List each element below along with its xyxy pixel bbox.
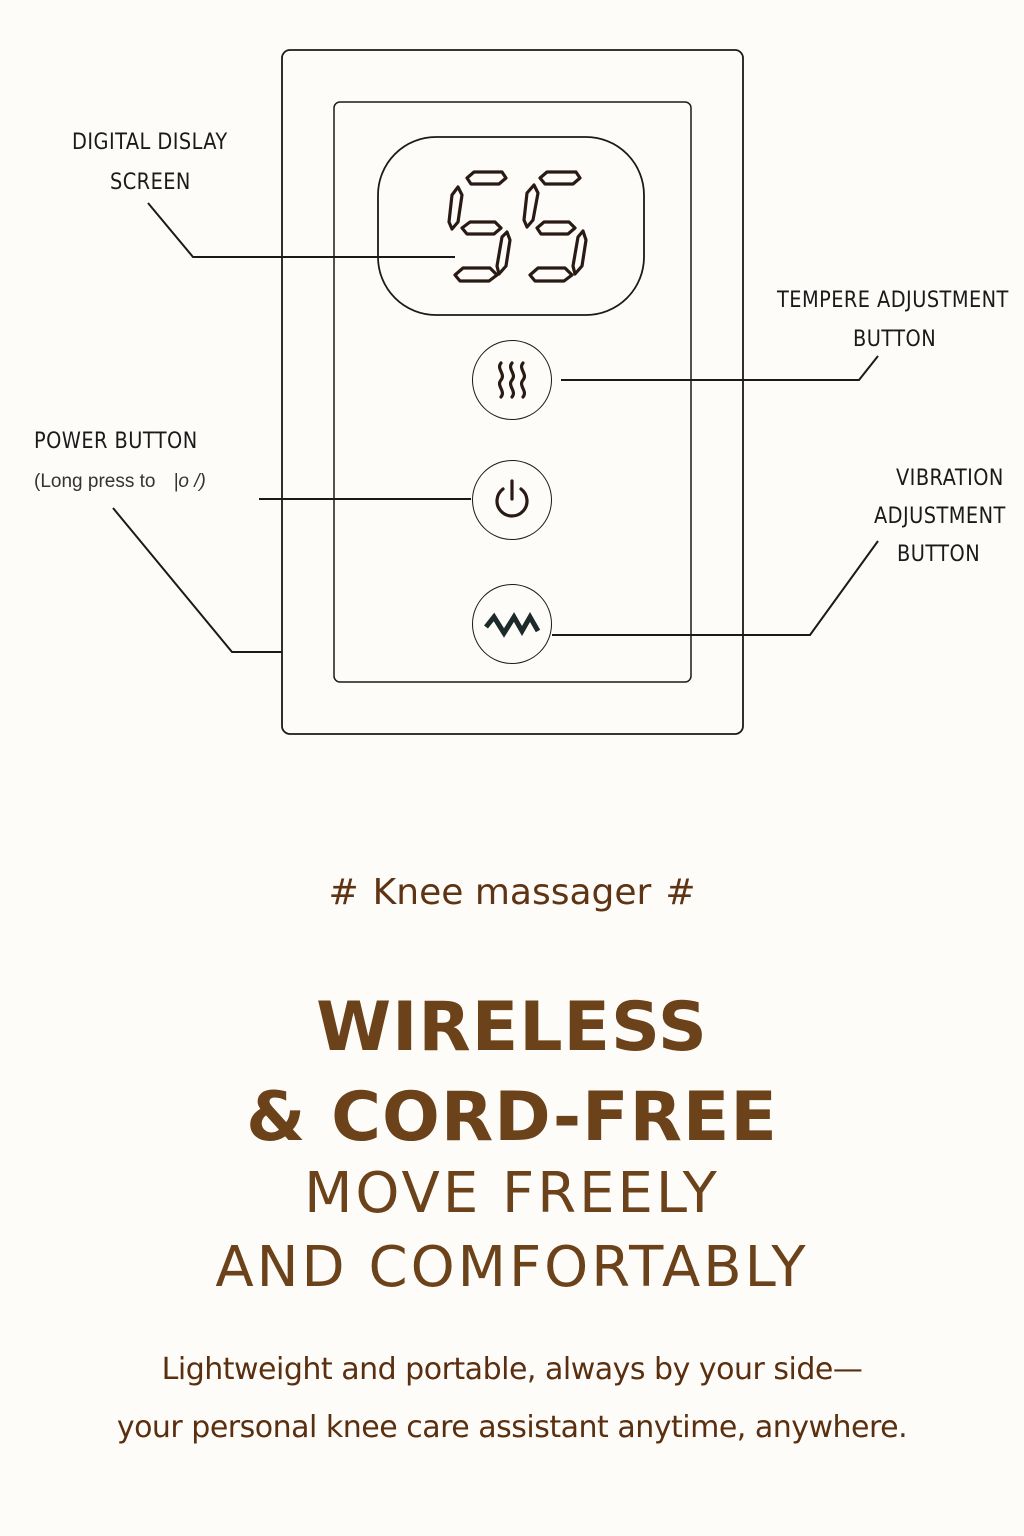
seven-segment-digit-2 <box>522 170 588 283</box>
product-hashtag: # Knee massager # <box>0 872 1024 913</box>
hash-right: # <box>665 872 696 913</box>
temperature-label-line2: BUTTON <box>853 327 937 352</box>
hashtag-text: Knee massager <box>372 872 652 913</box>
body-line2: your personal knee care assistant anytim… <box>116 1410 908 1445</box>
display-label-line2: SCREEN <box>110 170 191 195</box>
power-label: POWER BUTTON <box>34 429 198 454</box>
zigzag-wave-icon <box>484 611 541 638</box>
display-label-line1: DIGITAL DISLAY <box>72 130 228 155</box>
headline-line2: & CORD-FREE <box>246 1078 778 1157</box>
power-sublabel-symbol: |o /) <box>173 471 206 492</box>
vibration-adjustment-button[interactable] <box>472 584 552 664</box>
vibration-label-line2: ADJUSTMENT <box>874 504 1006 529</box>
seven-segment-digit-1 <box>447 170 512 283</box>
diagram-lines <box>112 49 879 735</box>
subheadline-line2: AND COMFORTABLY <box>215 1235 809 1300</box>
body-line1: Lightweight and portable, always by your… <box>161 1352 863 1387</box>
device-inner-panel <box>333 101 692 683</box>
power-button[interactable] <box>472 460 552 540</box>
vibration-leader-line <box>552 540 879 636</box>
heat-waves-icon <box>497 361 527 399</box>
power-sublabel: (Long press to |o /) <box>34 471 206 493</box>
display-leader-line <box>147 202 455 258</box>
temperature-leader-line <box>561 355 879 381</box>
power-icon <box>495 479 529 518</box>
temperature-label-line1: TEMPERE ADJUSTMENT <box>777 288 1009 313</box>
power-secondary-leader-line <box>112 507 282 653</box>
device-outer-frame <box>281 49 744 735</box>
subheadline-line1: MOVE FREELY <box>304 1161 720 1226</box>
headline-line1: WIRELESS <box>316 988 708 1067</box>
hash-left: # <box>328 872 359 913</box>
power-sublabel-text: (Long press to <box>34 471 156 492</box>
vibration-label-line1: VIBRATION <box>896 466 1004 491</box>
temperature-adjustment-button[interactable] <box>472 340 552 420</box>
control-panel-diagram: 55 DIGITAL DISLAY SCREEN TEMPERE ADJUSTM… <box>0 0 1024 760</box>
vibration-label-line3: BUTTON <box>897 542 981 567</box>
display-screen-frame <box>377 136 645 316</box>
